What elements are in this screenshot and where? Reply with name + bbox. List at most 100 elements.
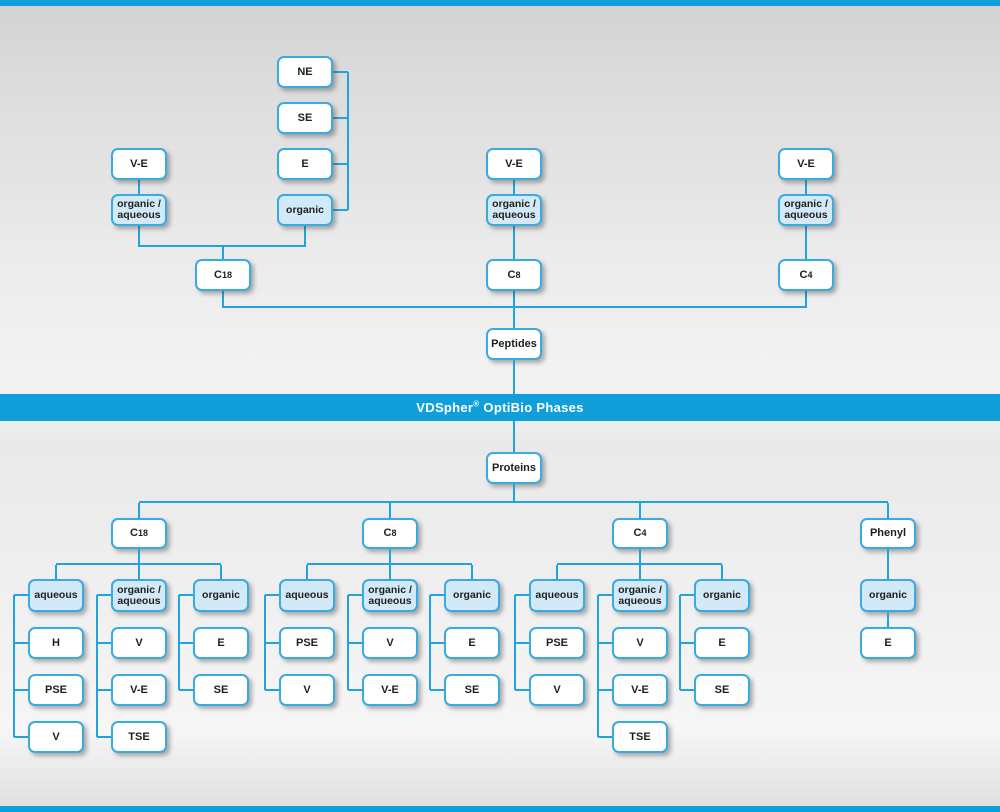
connector-line: [680, 594, 694, 596]
node-label: aqueous: [34, 589, 78, 601]
variant-c8-se: SE: [444, 674, 500, 706]
connector-line: [805, 180, 807, 194]
node-label: organic / aqueous: [618, 583, 662, 607]
node-label: PSE: [295, 636, 318, 649]
peptides-c18-e: E: [277, 148, 333, 180]
node-label: V-E: [130, 157, 148, 170]
node-label: Proteins: [491, 461, 536, 474]
node-label: V-E: [797, 157, 815, 170]
connector-line: [306, 565, 308, 579]
peptides-c18-organic-aqueous: organic / aqueous: [111, 194, 167, 226]
connector-line: [138, 180, 140, 194]
connector-line: [389, 503, 391, 518]
connector-line: [515, 642, 529, 644]
variant-c18-h: H: [28, 627, 84, 659]
connector-line: [333, 209, 348, 211]
banner-title: VDSpher® OptiBio Phases: [416, 399, 584, 415]
node-label: organic / aqueous: [784, 198, 828, 221]
variant-c4-v-e: V-E: [612, 674, 668, 706]
connector-line: [96, 595, 98, 737]
category-c4-organic: organic: [694, 579, 750, 612]
connector-line: [138, 226, 140, 247]
node-label: V: [386, 636, 394, 649]
connector-line: [515, 594, 529, 596]
connector-line: [639, 565, 641, 579]
category-c4-aqueous: aqueous: [529, 579, 585, 612]
node-label: organic: [202, 589, 240, 601]
node-label: SE: [297, 111, 313, 124]
connector-line: [389, 565, 391, 579]
connector-line: [557, 563, 722, 565]
peptides-c18-v-e: V-E: [111, 148, 167, 180]
node-label: V-E: [130, 683, 148, 696]
category-c8-aqueous: aqueous: [279, 579, 335, 612]
connector-line: [430, 594, 444, 596]
proteins-column-c8: C8: [362, 518, 418, 549]
connector-line: [515, 689, 529, 691]
node-label: PSE: [545, 636, 568, 649]
variant-c8-v: V: [362, 627, 418, 659]
node-label: Peptides: [491, 337, 537, 350]
node-label: organic: [869, 589, 907, 601]
connector-line: [222, 291, 224, 308]
connector-line: [97, 736, 111, 738]
node-label: aqueous: [285, 589, 329, 601]
variant-c4-pse: PSE: [529, 627, 585, 659]
connector-line: [680, 642, 694, 644]
connector-line: [639, 503, 641, 518]
node-label: V-E: [631, 683, 649, 696]
node-label: SE: [714, 683, 730, 696]
node-label: organic / aqueous: [117, 583, 161, 607]
node-label: E: [301, 157, 309, 170]
connector-line: [389, 549, 391, 565]
category-c18-aqueous: aqueous: [28, 579, 84, 612]
connector-line: [14, 594, 28, 596]
node-label: C4: [799, 268, 813, 281]
connector-line: [805, 291, 807, 308]
connector-line: [14, 642, 28, 644]
node-label: PSE: [44, 683, 67, 696]
category-c18-organic-aqueous: organic / aqueous: [111, 579, 167, 612]
connector-line: [598, 689, 612, 691]
node-label: C18: [130, 527, 148, 539]
node-label: V-E: [505, 157, 523, 170]
connector-line: [513, 484, 515, 503]
connector-line: [138, 565, 140, 579]
variant-c18-v: V: [28, 721, 84, 753]
peptides-c18-ne: NE: [277, 56, 333, 88]
node-label: V: [303, 683, 311, 696]
connector-line: [598, 736, 612, 738]
variant-c18-v-e: V-E: [111, 674, 167, 706]
connector-line: [887, 612, 889, 627]
connector-line: [556, 565, 558, 579]
connector-line: [14, 689, 28, 691]
peptides-column-c8: C8: [486, 259, 542, 291]
connector-line: [805, 226, 807, 259]
peptides-c4-organic-aqueous: organic / aqueous: [778, 194, 834, 226]
hub-peptides: Peptides: [486, 328, 542, 360]
variant-c4-e: E: [694, 627, 750, 659]
variant-c18-pse: PSE: [28, 674, 84, 706]
connector-line: [597, 595, 599, 737]
node-label: TSE: [629, 730, 651, 743]
connector-line: [430, 689, 444, 691]
connector-line: [265, 594, 279, 596]
connector-line: [138, 549, 140, 565]
connector-line: [887, 503, 889, 518]
node-label: V-E: [381, 683, 399, 696]
node-label: V: [636, 636, 644, 649]
variant-c4-tse: TSE: [612, 721, 668, 753]
connector-line: [513, 421, 515, 452]
hub-proteins: Proteins: [486, 452, 542, 484]
connector-line: [55, 565, 57, 579]
connector-line: [97, 689, 111, 691]
variant-c4-v: V: [612, 627, 668, 659]
node-label: TSE: [128, 730, 150, 743]
connector-line: [97, 642, 111, 644]
connector-line: [721, 565, 723, 579]
connector-line: [179, 642, 193, 644]
variant-c4-v: V: [529, 674, 585, 706]
connector-line: [680, 689, 694, 691]
variant-c8-e: E: [444, 627, 500, 659]
